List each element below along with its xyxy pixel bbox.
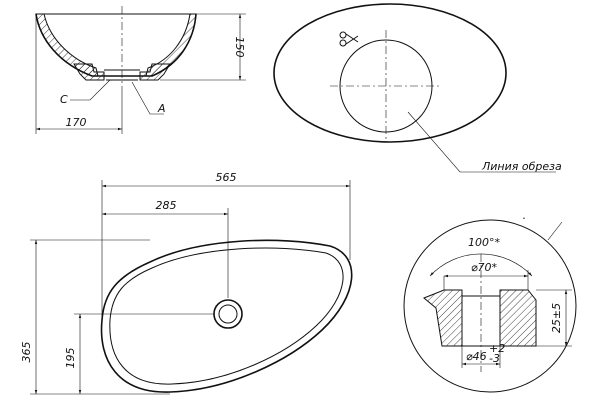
inner-diameter-label: ⌀46	[466, 350, 487, 363]
detail-right-section	[499, 289, 537, 347]
cutout-template-view: Линия обреза	[273, 3, 562, 173]
bowl-base-right-foot	[139, 63, 171, 81]
detail-left-section	[423, 289, 463, 347]
angle-dimension-arc	[429, 253, 533, 277]
height-dimension-label: 150	[233, 37, 246, 58]
drain-inner-circle	[218, 304, 238, 324]
drain-height-dimension-label: 195	[64, 348, 77, 369]
angle-dimension-label: 100°*	[468, 236, 500, 249]
length-dimension-label: 565	[216, 171, 237, 184]
label-c: C	[60, 93, 68, 106]
width-dimension-label: 365	[20, 342, 33, 363]
bowl-inner-outline	[109, 247, 344, 385]
detail-mark: ·	[522, 212, 526, 225]
label-a: A	[157, 102, 166, 115]
base-dimension-label: 170	[66, 116, 87, 129]
bowl-outer-outline	[100, 239, 353, 393]
detail-leader	[547, 221, 563, 241]
side-section-view: 150 170 C A	[35, 6, 246, 134]
top-plan-view: 565 285 365 195	[20, 171, 353, 395]
template-outer-ellipse	[273, 3, 507, 143]
inner-diameter-tol-lower: -3	[489, 352, 500, 365]
bowl-base-left-foot	[73, 63, 105, 81]
outer-diameter-label: ⌀70*	[471, 261, 498, 274]
drain-offset-dimension-label: 285	[156, 199, 177, 212]
cut-line-leader	[407, 111, 556, 173]
inner-diameter-tol-upper: +2	[489, 342, 505, 355]
leader-c	[70, 79, 111, 101]
cut-line-label: Линия обреза	[481, 160, 562, 173]
drain-detail-view: · 100°* ⌀70* 25±5 ⌀46 +2 -3	[403, 212, 577, 393]
height-detail-label: 25±5	[550, 303, 563, 333]
leader-a	[131, 81, 164, 115]
detail-boundary-circle	[403, 219, 577, 393]
drain-outer-circle	[213, 299, 243, 329]
scissors-icon	[339, 31, 359, 47]
